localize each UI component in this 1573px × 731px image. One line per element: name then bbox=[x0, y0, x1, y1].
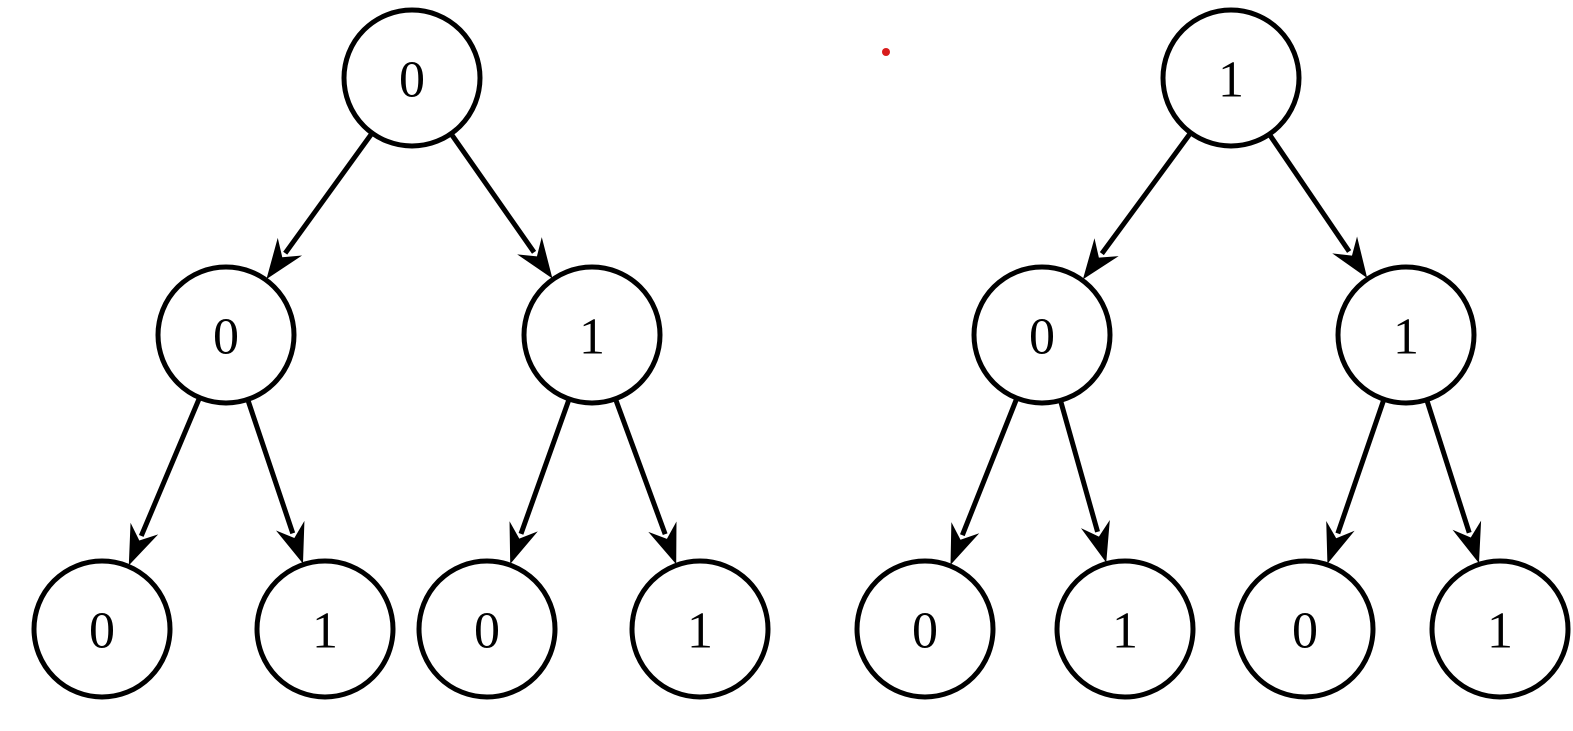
node-circle[interactable] bbox=[31, 558, 173, 700]
tree-edge bbox=[950, 397, 1020, 565]
tree-edge bbox=[245, 398, 305, 564]
arrow-head-icon bbox=[266, 237, 303, 280]
tree-node[interactable]: 1 bbox=[1335, 264, 1477, 406]
node-label: 0 bbox=[89, 603, 115, 660]
tree-edge bbox=[1326, 398, 1387, 564]
tree-edge bbox=[613, 397, 677, 565]
tree-node[interactable]: 1 bbox=[1429, 558, 1571, 700]
node-label: 0 bbox=[1292, 603, 1318, 660]
arrow-head-icon bbox=[648, 521, 677, 565]
tree-node[interactable]: 1 bbox=[1160, 7, 1302, 149]
tree-edge bbox=[448, 132, 553, 279]
node-label: 1 bbox=[1218, 52, 1244, 109]
nodes-layer: 0 0 1 0 1 0 1 1 0 1 0 1 0 1 bbox=[31, 7, 1571, 700]
tree-edge bbox=[266, 131, 375, 280]
right-tree-nodes: 1 0 1 0 1 0 1 bbox=[854, 7, 1571, 700]
red-speck bbox=[882, 48, 890, 56]
node-label: 0 bbox=[912, 603, 938, 660]
node-circle[interactable] bbox=[854, 558, 996, 700]
tree-node[interactable]: 1 bbox=[629, 558, 771, 700]
arrow-head-icon bbox=[276, 520, 305, 564]
arrow-head-icon bbox=[1452, 520, 1482, 564]
node-circle[interactable] bbox=[521, 264, 663, 406]
node-label: 0 bbox=[213, 309, 239, 366]
arrow-head-icon bbox=[1332, 236, 1368, 278]
tree-node[interactable]: 1 bbox=[254, 558, 396, 700]
node-circle[interactable] bbox=[155, 264, 297, 406]
tree-node[interactable]: 0 bbox=[31, 558, 173, 700]
tree-node[interactable]: 0 bbox=[416, 558, 558, 700]
node-label: 0 bbox=[1029, 309, 1055, 366]
tree-edge bbox=[509, 398, 572, 565]
left-tree-nodes: 0 0 1 0 1 0 1 bbox=[31, 7, 771, 700]
tree-node[interactable]: 0 bbox=[155, 264, 297, 406]
node-label: 0 bbox=[399, 52, 425, 109]
node-circle[interactable] bbox=[629, 558, 771, 700]
node-circle[interactable] bbox=[1234, 558, 1376, 700]
node-label: 1 bbox=[312, 603, 338, 660]
node-circle[interactable] bbox=[971, 264, 1113, 406]
node-circle[interactable] bbox=[1429, 558, 1571, 700]
node-label: 1 bbox=[687, 603, 713, 660]
tree-node[interactable]: 1 bbox=[1054, 558, 1196, 700]
node-label: 0 bbox=[474, 603, 500, 660]
node-label: 1 bbox=[1487, 603, 1513, 660]
tree-edge bbox=[1058, 399, 1110, 563]
marks-layer bbox=[882, 48, 890, 56]
node-circle[interactable] bbox=[1054, 558, 1196, 700]
tree-edge bbox=[1424, 399, 1482, 564]
arrow-head-icon bbox=[1326, 521, 1355, 564]
tree-edge bbox=[1267, 132, 1368, 278]
arrow-head-icon bbox=[517, 237, 553, 279]
right-tree-edges bbox=[950, 131, 1482, 565]
arrow-head-icon bbox=[509, 521, 538, 565]
node-circle[interactable] bbox=[341, 7, 483, 149]
tree-node[interactable]: 0 bbox=[854, 558, 996, 700]
node-circle[interactable] bbox=[254, 558, 396, 700]
node-circle[interactable] bbox=[1335, 264, 1477, 406]
left-tree-edges bbox=[128, 131, 677, 566]
node-label: 1 bbox=[579, 309, 605, 366]
tree-node[interactable]: 1 bbox=[521, 264, 663, 406]
edges-layer bbox=[128, 131, 1482, 566]
arrow-head-icon bbox=[1080, 520, 1110, 563]
tree-node[interactable]: 0 bbox=[341, 7, 483, 149]
node-circle[interactable] bbox=[416, 558, 558, 700]
node-label: 1 bbox=[1393, 309, 1419, 366]
tree-edge bbox=[1082, 131, 1193, 280]
node-circle[interactable] bbox=[1160, 7, 1302, 149]
arrow-head-icon bbox=[1082, 238, 1119, 280]
arrow-head-icon bbox=[950, 522, 980, 565]
tree-edge bbox=[128, 396, 202, 566]
arrow-head-icon bbox=[128, 522, 159, 566]
node-label: 1 bbox=[1112, 603, 1138, 660]
tree-node[interactable]: 0 bbox=[971, 264, 1113, 406]
tree-node[interactable]: 0 bbox=[1234, 558, 1376, 700]
